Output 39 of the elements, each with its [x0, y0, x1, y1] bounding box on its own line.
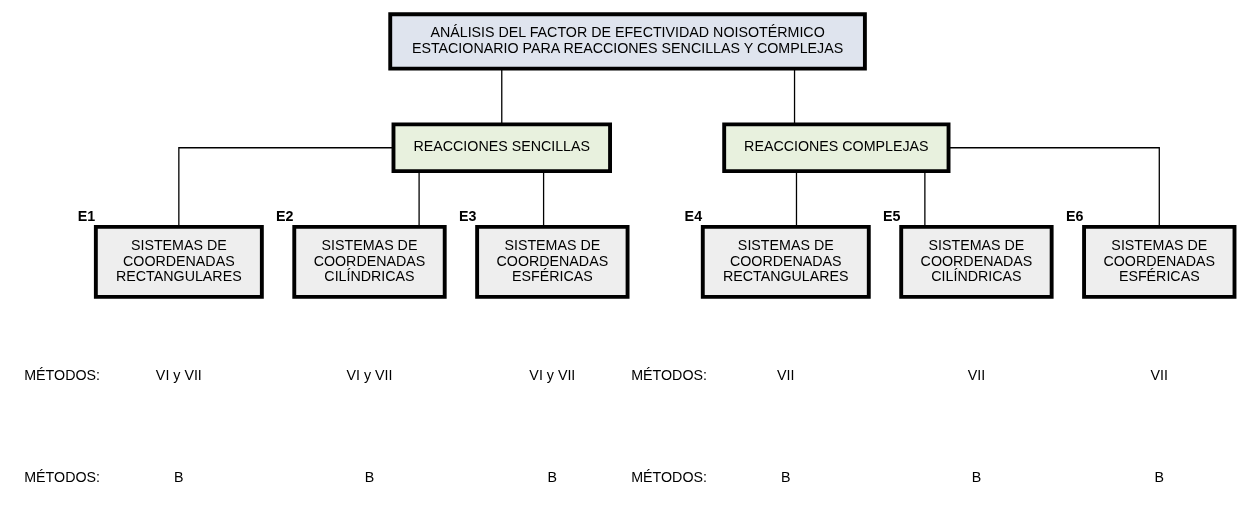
label: VII	[967, 366, 986, 383]
label: B	[174, 468, 184, 485]
label: VI y VII	[155, 366, 202, 383]
node-box: SISTEMAS DE COORDENADAS RECTANGULARES	[93, 224, 264, 299]
label: VI y VII	[346, 366, 393, 383]
connector	[795, 170, 798, 227]
label: B	[971, 468, 982, 485]
node-box: SISTEMAS DE COORDENADAS CILÍNDRICAS	[292, 224, 447, 299]
node-label: E5	[883, 207, 901, 224]
label: B	[1154, 468, 1165, 485]
node-label: E2	[276, 207, 294, 224]
connector	[178, 146, 394, 227]
node-box: SISTEMAS DE COORDENADAS ESFÉRICAS	[1082, 224, 1237, 299]
node-box: ANÁLISIS DEL FACTOR DE EFECTIVIDAD NOISOTÉRMICO ESTACIONARIO PARA REACCIONES SENCILLAS Y COMPLEJAS	[388, 11, 867, 71]
node-box: REACCIONES COMPLEJAS	[722, 121, 951, 173]
connector	[501, 67, 503, 125]
connector	[948, 146, 1160, 227]
label: B	[364, 468, 375, 485]
node-box: SISTEMAS DE COORDENADAS CILÍNDRICAS	[899, 224, 1054, 299]
connector	[793, 67, 796, 125]
label: VI y VII	[529, 366, 576, 383]
label: MÉTODOS:	[631, 366, 707, 383]
label: MÉTODOS:	[24, 468, 100, 485]
label: MÉTODOS:	[24, 366, 100, 383]
node-box: SISTEMAS DE COORDENADAS ESFÉRICAS	[475, 224, 630, 299]
node-label: E6	[1065, 207, 1084, 224]
label: VII	[777, 366, 795, 383]
node-label: E1	[77, 207, 96, 224]
node-box: REACCIONES SENCILLAS	[391, 121, 612, 173]
node-label: E3	[458, 207, 477, 224]
label: VII	[1150, 366, 1168, 383]
label: B	[547, 468, 558, 485]
label: B	[781, 468, 791, 485]
label: MÉTODOS:	[631, 468, 707, 485]
connector	[418, 170, 420, 227]
connector	[924, 170, 926, 227]
node-label: E4	[684, 207, 703, 224]
node-box: SISTEMAS DE COORDENADAS RECTANGULARES	[700, 224, 871, 299]
connector	[542, 170, 545, 227]
